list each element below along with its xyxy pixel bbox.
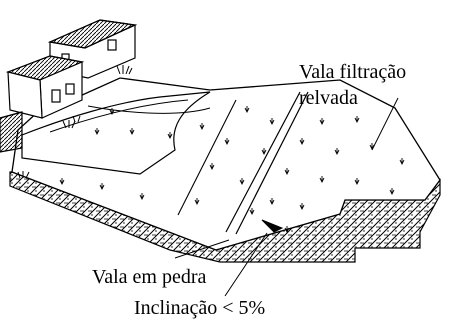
- grass-tufts: [17, 65, 133, 179]
- slope-arrow: [261, 219, 284, 233]
- strip-line: [177, 99, 237, 216]
- label-slope: Inclinação < 5%: [134, 297, 265, 319]
- stone-trench-line-b: [235, 91, 309, 235]
- stone-trench-line-a: [225, 91, 301, 233]
- driveway-inner-edge: [49, 99, 189, 133]
- label-grass-swale-line1: Vala filtração: [299, 61, 406, 83]
- label-stone-trench: Vala em pedra: [92, 266, 207, 288]
- leader-slope: [224, 232, 268, 297]
- house-front: [6, 55, 85, 119]
- driveway-branch: [87, 105, 211, 114]
- house-edge: [0, 111, 23, 153]
- grass-symbols: [59, 106, 405, 234]
- leader-grass-swale: [371, 97, 399, 151]
- label-grass-swale-line2: relvada: [299, 87, 358, 109]
- house-back: [47, 19, 138, 79]
- leader-stone-trench: [174, 239, 230, 259]
- driveway: [21, 91, 211, 175]
